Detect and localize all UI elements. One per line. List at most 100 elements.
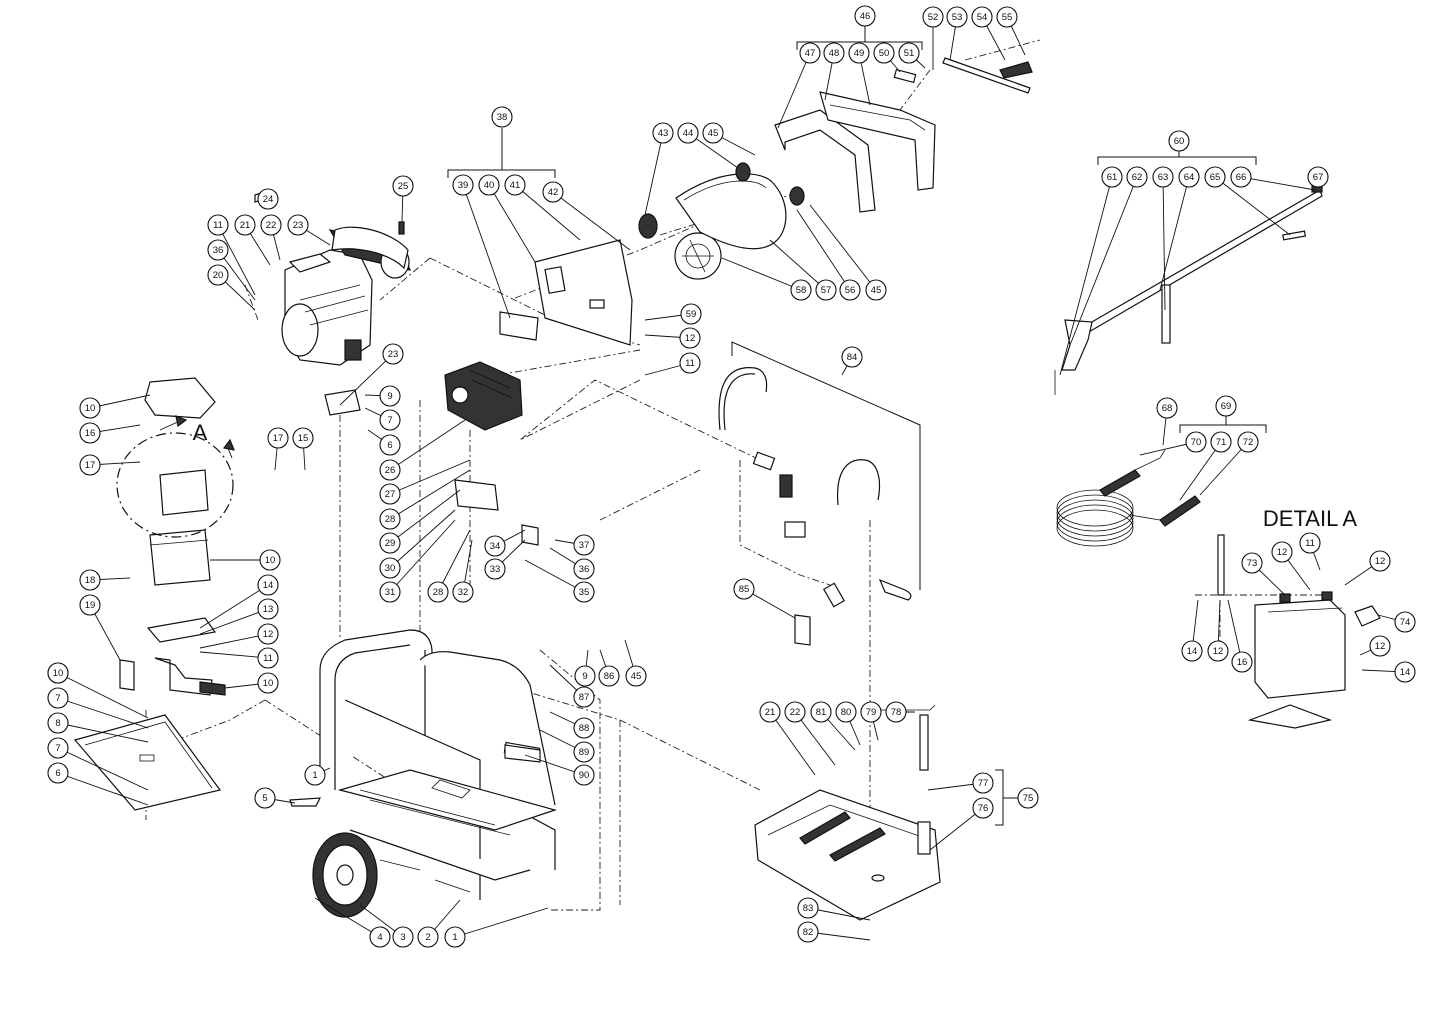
- callout-circle: [304, 764, 326, 786]
- leader-line: [721, 257, 802, 291]
- callout-circle: [542, 181, 564, 203]
- callout-circle: [839, 279, 861, 301]
- callout-number: 43: [658, 128, 669, 139]
- callout-number: 14: [263, 580, 274, 591]
- callout-number: 75: [1023, 793, 1034, 804]
- callout-number: 31: [385, 587, 396, 598]
- callout-number: 44: [683, 128, 694, 139]
- callout-number: 36: [579, 564, 590, 575]
- leader-line: [644, 132, 664, 216]
- callout-number: 84: [847, 352, 858, 363]
- callout-12: 12: [1207, 640, 1229, 662]
- callout-number: 37: [579, 540, 590, 551]
- callout-86: 86: [598, 665, 620, 687]
- callout-circle: [379, 508, 401, 530]
- callout-number: 11: [685, 358, 695, 369]
- callout-number: 47: [805, 48, 816, 59]
- base-plate-left: [73, 714, 222, 811]
- callout-28: 28: [427, 581, 449, 603]
- callout-66: 66: [1230, 166, 1252, 188]
- callout-circle: [790, 279, 812, 301]
- callout-60: 60: [1168, 130, 1190, 152]
- callout-12: 12: [1369, 635, 1391, 657]
- callout-circle: [680, 303, 702, 325]
- callout-circle: [257, 623, 279, 645]
- callout-circle: [47, 687, 69, 709]
- callout-circle: [79, 397, 101, 419]
- callout-circle: [47, 662, 69, 684]
- callout-circle: [1178, 166, 1200, 188]
- callout-circle: [733, 578, 755, 600]
- callout-41: 41: [504, 174, 526, 196]
- callout-number: 83: [803, 903, 814, 914]
- leader-line: [514, 184, 581, 241]
- callout-circle: [47, 737, 69, 759]
- callout-number: 65: [1210, 172, 1221, 183]
- callout-47: 47: [799, 42, 821, 64]
- callout-number: 36: [213, 245, 224, 256]
- callout-circle: [1207, 640, 1229, 662]
- callout-number: 34: [490, 541, 501, 552]
- callout-number: 77: [978, 778, 989, 789]
- callout-circle: [972, 772, 994, 794]
- callout-79: 79: [860, 701, 882, 723]
- callout-circle: [922, 6, 944, 28]
- battery-detail-a: [1217, 534, 1381, 729]
- leader-line: [1214, 176, 1291, 236]
- callout-circle: [1369, 550, 1391, 572]
- callout-number: 32: [458, 587, 469, 598]
- callout-23: 23: [382, 343, 404, 365]
- leader-line: [1059, 176, 1113, 376]
- callout-number: 28: [433, 587, 444, 598]
- callout-number: 45: [871, 285, 882, 296]
- callout-6: 6: [47, 762, 69, 784]
- callout-16: 16: [79, 422, 101, 444]
- callout-76: 76: [972, 797, 994, 819]
- callout-circle: [860, 701, 882, 723]
- callout-circle: [379, 459, 401, 481]
- callout-14: 14: [257, 574, 279, 596]
- callout-20: 20: [207, 264, 229, 286]
- callout-42: 42: [542, 181, 564, 203]
- belt-guard: [534, 239, 633, 346]
- callout-circle: [573, 741, 595, 763]
- callout-circle: [972, 797, 994, 819]
- callout-number: 16: [85, 428, 96, 439]
- callout-circle: [382, 343, 404, 365]
- callout-21: 21: [759, 701, 781, 723]
- callout-19: 19: [79, 594, 101, 616]
- callout-59: 59: [680, 303, 702, 325]
- callout-circle: [784, 701, 806, 723]
- callout-circle: [841, 346, 863, 368]
- callout-45: 45: [702, 122, 724, 144]
- callout-11: 11: [679, 352, 701, 374]
- leader-line: [769, 239, 827, 291]
- callout-17: 17: [79, 454, 101, 476]
- callout-71: 71: [1210, 431, 1232, 453]
- callout-89: 89: [573, 741, 595, 763]
- callout-32: 32: [452, 581, 474, 603]
- callout-number: 8: [55, 718, 60, 729]
- leader-line: [1199, 441, 1249, 496]
- callout-number: 11: [263, 653, 273, 664]
- callout-83: 83: [797, 897, 819, 919]
- callout-number: 68: [1162, 403, 1173, 414]
- callout-number: 85: [739, 584, 750, 595]
- callout-circle: [1017, 787, 1039, 809]
- callout-number: 64: [1184, 172, 1195, 183]
- callout-number: 38: [497, 112, 508, 123]
- leader-line: [777, 52, 811, 129]
- callout-number: 50: [879, 48, 890, 59]
- callout-number: 4: [377, 932, 382, 943]
- callout-number: 59: [686, 309, 697, 320]
- callout-circle: [379, 409, 401, 431]
- callout-74: 74: [1394, 611, 1416, 633]
- callout-circle: [47, 762, 69, 784]
- callout-circle: [259, 549, 281, 571]
- callout-75: 75: [1017, 787, 1039, 809]
- callout-circle: [797, 921, 819, 943]
- callout-number: 18: [85, 575, 96, 586]
- callout-balloons: 1123456677789991010101011111111121212121…: [47, 5, 1416, 948]
- leader-line: [1162, 176, 1166, 311]
